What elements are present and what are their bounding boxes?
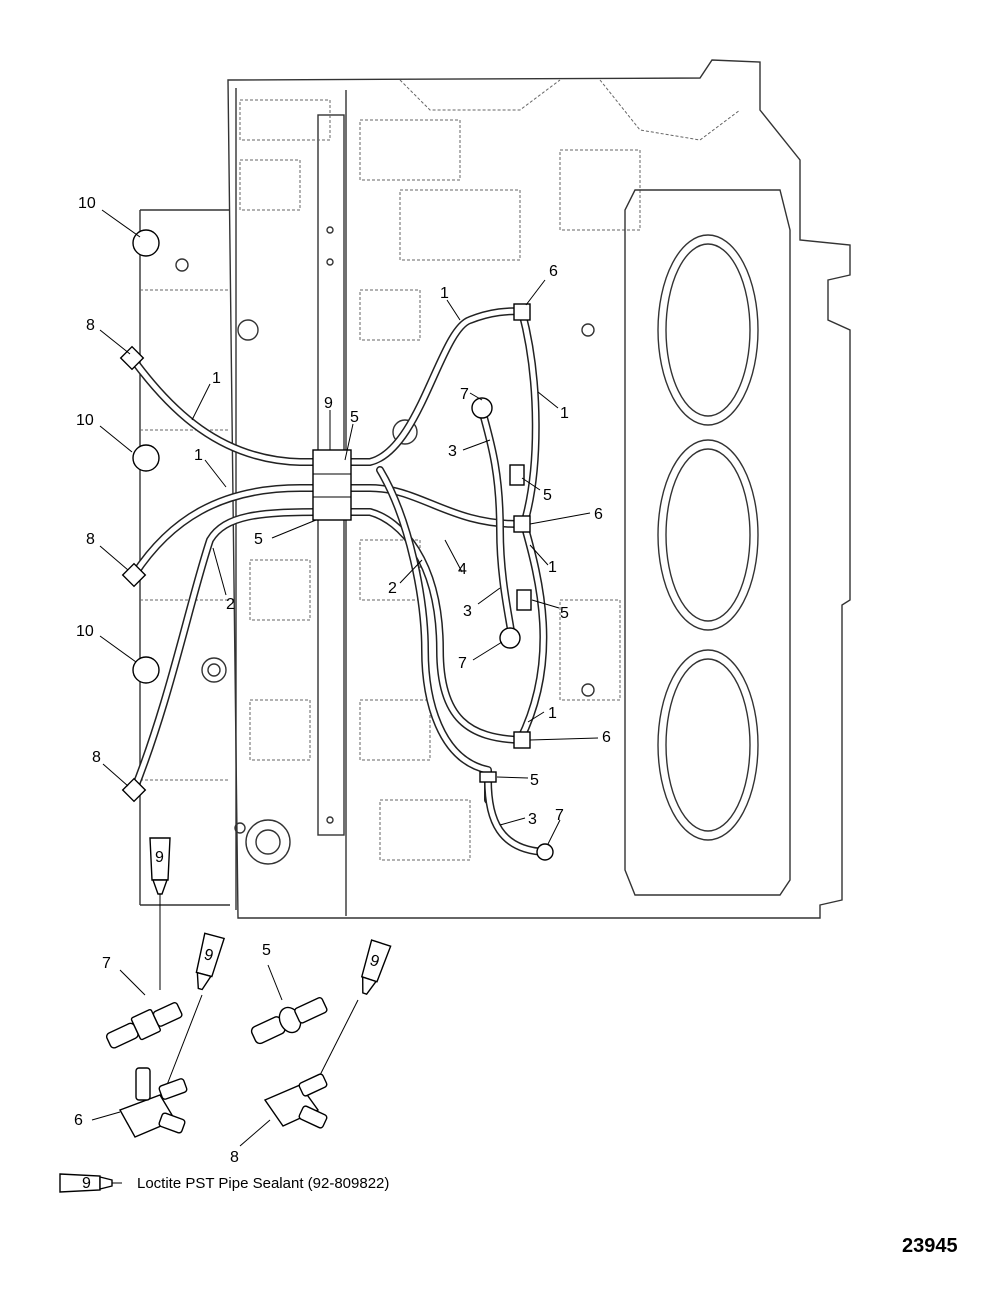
callout-8-middle: 8 [86,531,95,548]
plug-bottom [132,656,160,684]
detail-callouts: 7 5 6 8 [74,942,271,1166]
tube-label: 9 [155,849,164,866]
callout-2-right: 2 [388,580,397,597]
callout-5-manifold-bottom: 5 [254,531,263,548]
plug-middle [132,444,160,472]
sealant-tube-3: 9 [360,939,392,995]
detail-fitting-7 [105,1001,183,1049]
cylinder-bores [624,189,791,896]
tube-label: 9 [202,946,215,965]
callout-5-manifold-top: 5 [350,409,359,426]
callout-7-top: 7 [460,386,469,403]
detail-fitting-5 [250,996,328,1045]
detail-tee-6 [118,1067,188,1138]
callout-8-top: 8 [86,317,95,334]
callout-9: 9 [324,395,333,412]
callout-8-bottom: 8 [92,749,101,766]
plug-top [132,229,160,257]
callout-1-top: 1 [440,285,449,302]
callout-6-bottom: 6 [602,729,611,746]
callout-3-top: 3 [448,443,457,460]
legend: 9 Loctite PST Pipe Sealant (92-809822) [59,1173,389,1193]
detail-leader-lines [91,964,283,1147]
legend-sealant-tube-icon: 9 [59,1173,122,1193]
fuel-hoses [128,307,549,856]
callout-1-right-bottom: 1 [548,705,557,722]
sealant-tubes: 9 9 9 [149,837,392,1091]
callout-2-left: 2 [226,596,235,613]
detail-callout-7: 7 [102,955,111,972]
plugs [132,229,160,684]
legend-tube-label: 9 [82,1175,91,1192]
detail-callout-6: 6 [74,1112,83,1129]
callout-numbers: 10 8 1 10 1 8 2 10 8 9 5 5 1 6 7 1 3 5 6… [76,195,611,828]
callout-1-right-middle: 1 [548,559,557,576]
callout-1-left-top: 1 [212,370,221,387]
callout-10-middle: 10 [76,412,94,429]
callout-5-right-middle: 5 [560,605,569,622]
callout-1-left-middle: 1 [194,447,203,464]
detail-elbow-8 [263,1073,328,1129]
callout-1-right-top: 1 [560,405,569,422]
callout-6-middle: 6 [594,506,603,523]
fittings [119,303,554,861]
detail-callout-5: 5 [262,942,271,959]
manifold-block [312,449,352,521]
callout-6-top: 6 [549,263,558,280]
legend-text: Loctite PST Pipe Sealant (92-809822) [137,1175,389,1192]
sealant-tube-2: 9 [195,932,226,991]
callout-5-bottom: 5 [530,772,539,789]
detail-callout-8: 8 [230,1149,239,1166]
callout-5-right-top: 5 [543,487,552,504]
callout-7-middle: 7 [458,655,467,672]
engine-block [139,59,851,919]
callout-3-bottom: 3 [528,811,537,828]
leader-lines [99,209,599,845]
figure-number: 23945 [902,1235,958,1257]
callout-10-bottom: 10 [76,623,94,640]
callout-10-top: 10 [78,195,96,212]
callout-7-bottom: 7 [555,807,564,824]
sealant-tube-1: 9 [149,837,171,905]
callout-3-middle: 3 [463,603,472,620]
callout-4: 4 [458,561,467,578]
detail-parts [105,996,328,1138]
